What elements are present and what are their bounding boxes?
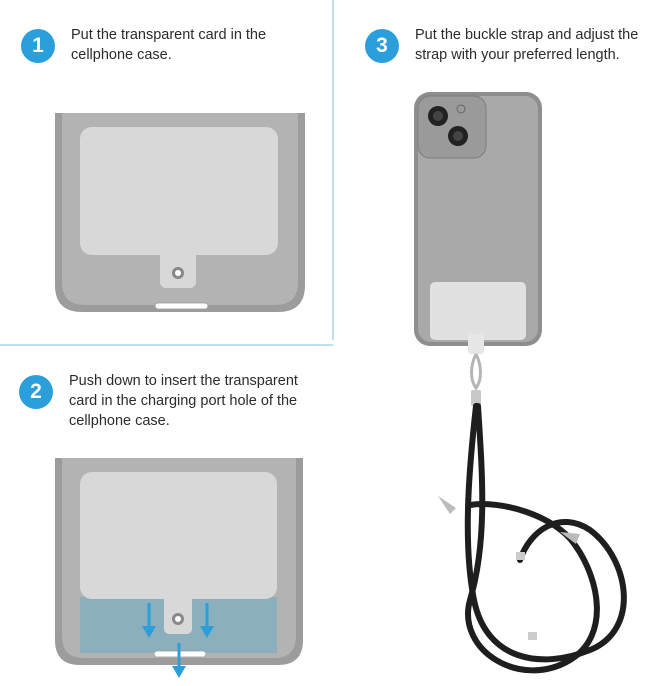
step-instruction: Put the transparent card in the cellphon… <box>71 27 267 63</box>
step-number-badge: 3 <box>365 29 399 63</box>
step-number-badge: 1 <box>21 29 55 63</box>
step-1: 1 Put the transparent card in the cellph… <box>21 27 301 65</box>
phone-with-strap-illustration <box>414 92 627 674</box>
arrow-down-icon <box>142 603 214 678</box>
step-3: 3 Put the buckle strap and adjust the st… <box>365 27 654 65</box>
step-instruction: Push down to insert the transparent card… <box>69 373 298 429</box>
case-illustration-step2 <box>55 458 303 678</box>
step-instruction: Put the buckle strap and adjust the stra… <box>415 27 639 63</box>
step-2: 2 Push down to insert the transparent ca… <box>19 373 324 431</box>
strap-end-cap <box>438 496 456 514</box>
case-illustration-step1 <box>55 113 305 312</box>
step-number-badge: 2 <box>19 375 53 409</box>
